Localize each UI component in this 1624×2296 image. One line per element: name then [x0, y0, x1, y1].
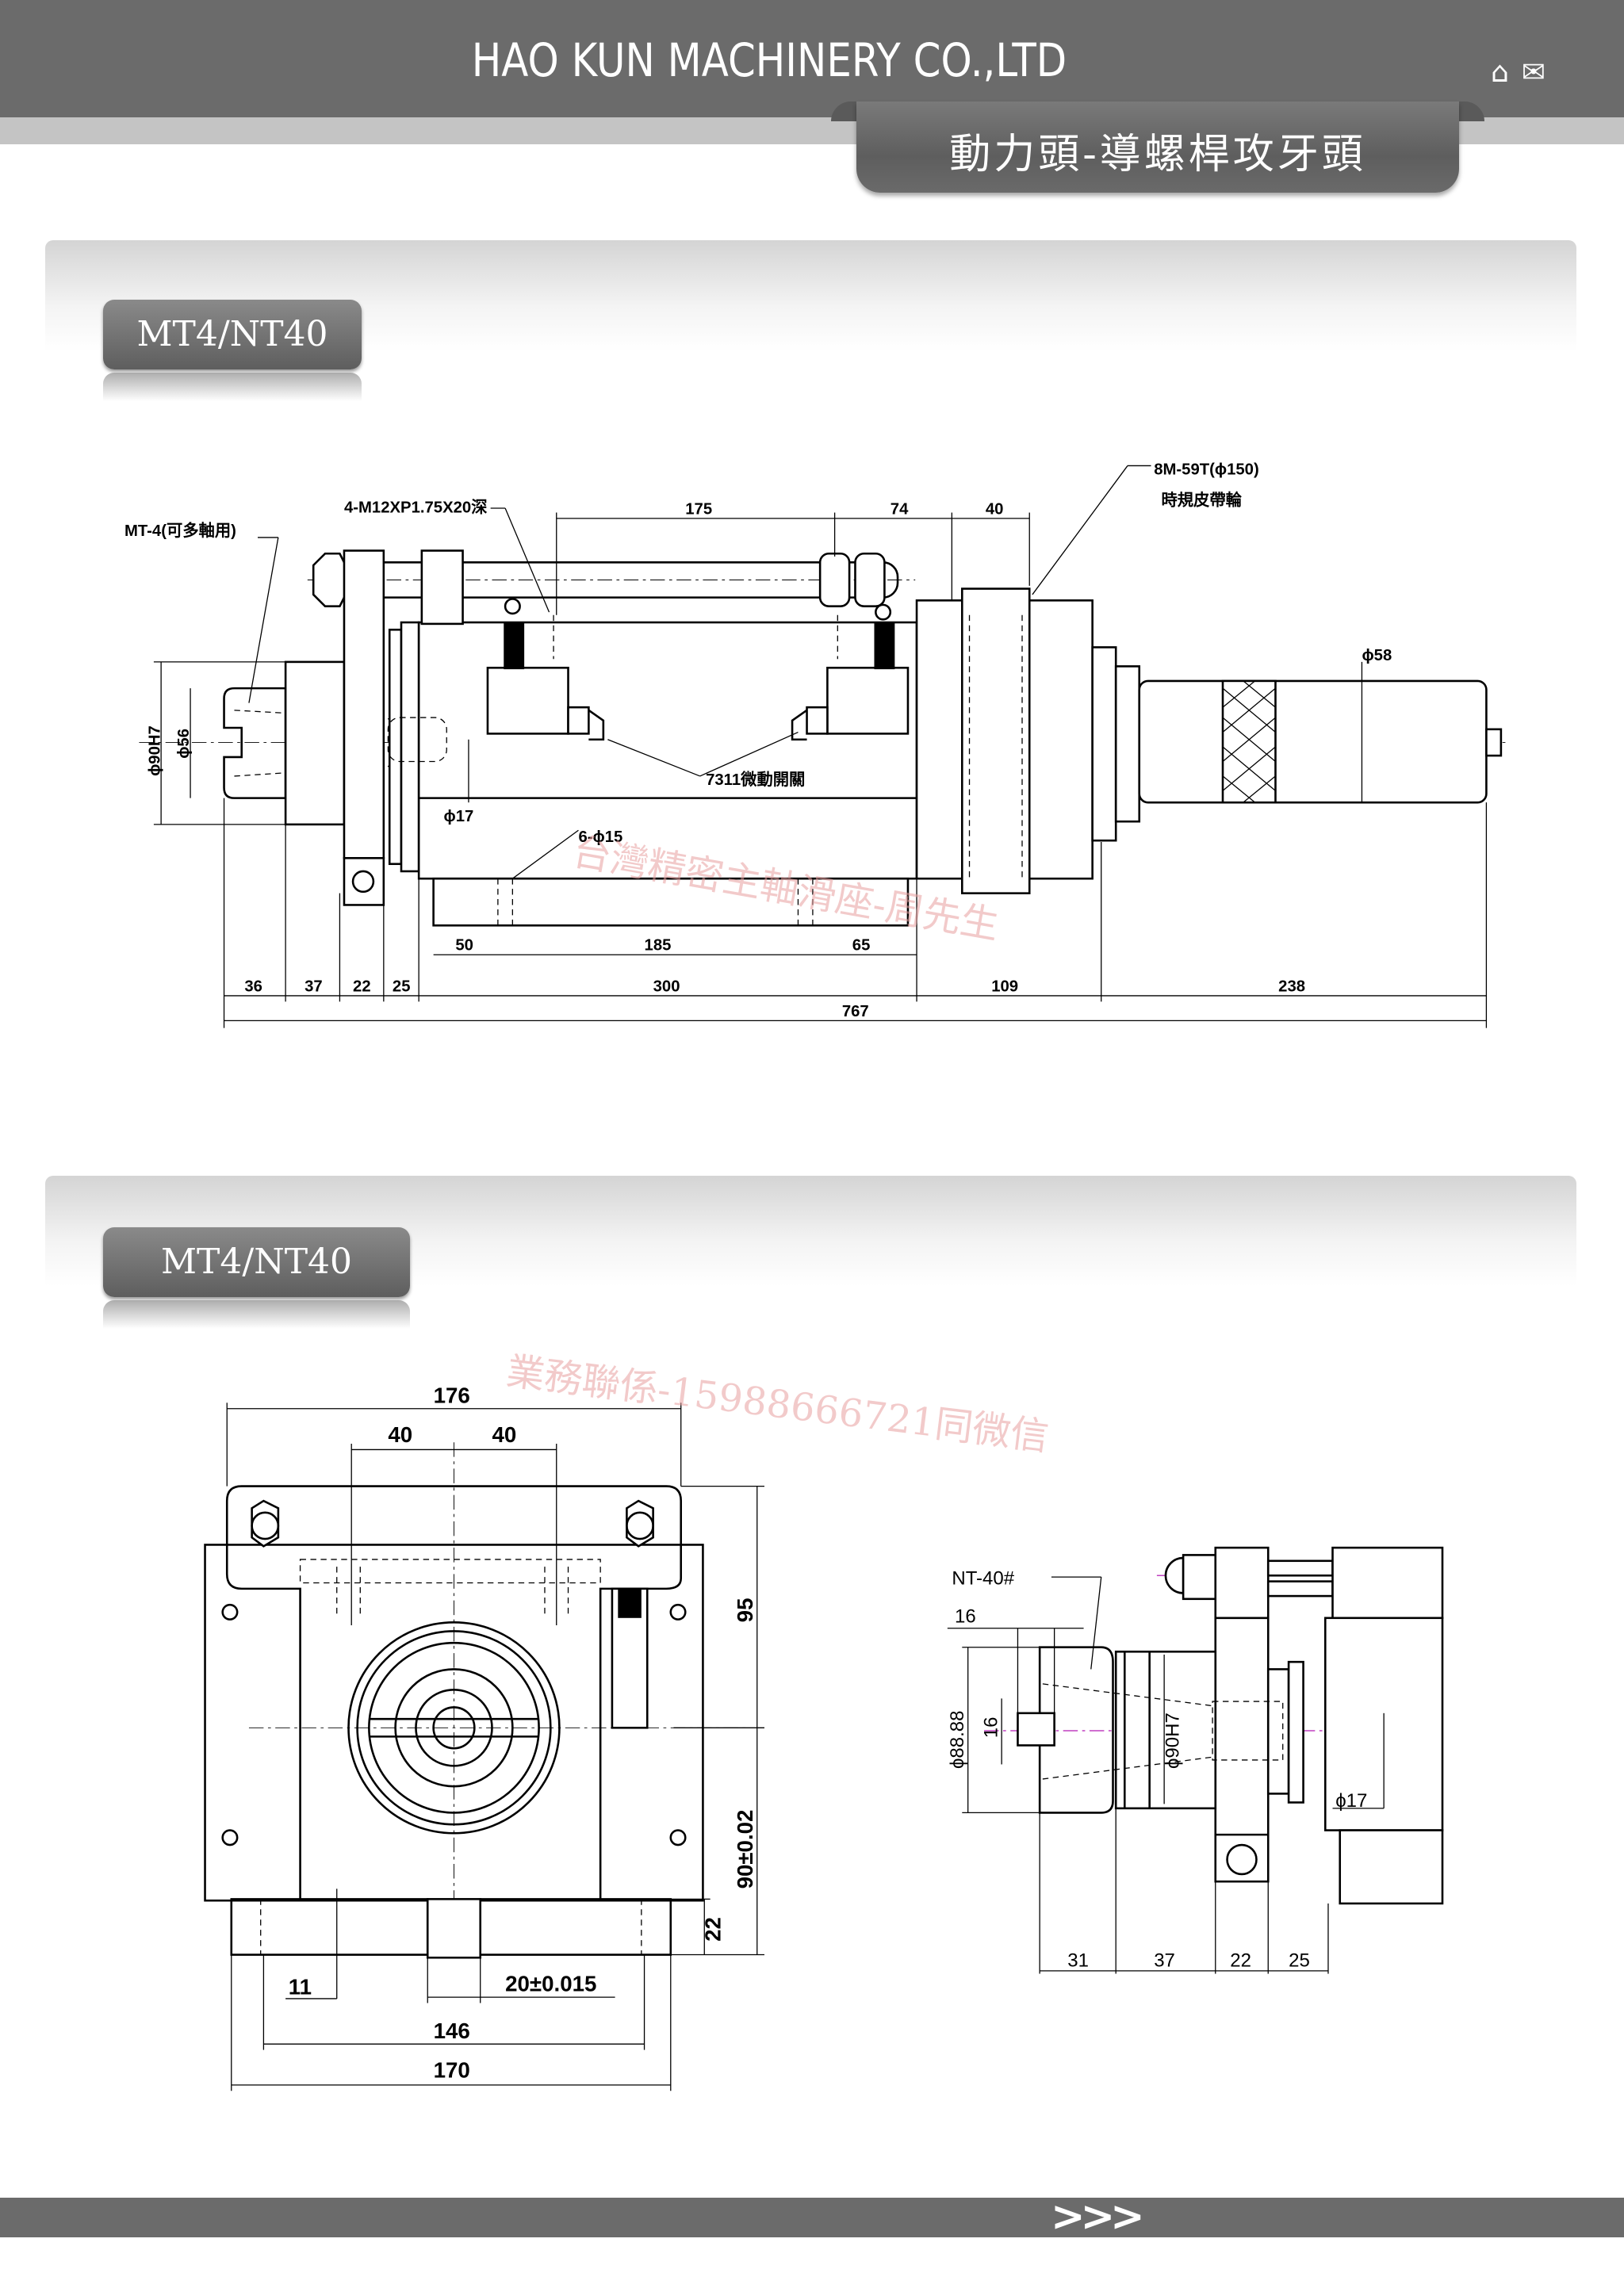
dimension-label: 40	[492, 1422, 516, 1447]
dimension-label: 40	[986, 500, 1004, 518]
dimension-label: 22	[701, 1917, 726, 1942]
section-label-2: MT4/NT40	[103, 1227, 410, 1297]
dimension-label: 146	[434, 2019, 470, 2043]
dimension-label: 238	[1278, 978, 1305, 995]
dimension-label: 176	[434, 1383, 470, 1407]
company-name: HAO KUN MACHINERY CO.,LTD	[471, 33, 1067, 87]
side-dimensions: NT-40# 16 ϕ88.88 16 ϕ90H7 ϕ17 31 37 22 2…	[947, 1567, 1385, 1974]
dimension-label: 6-ϕ15	[578, 828, 622, 846]
dimension-label: ϕ17	[444, 808, 474, 825]
dimensions: 175 74 40 50 185 65 36 37 22 25 300 109 …	[124, 461, 1488, 1028]
drawing-side-elevation: 175 74 40 50 185 65 36 37 22 25 300 109 …	[124, 461, 1509, 1028]
limit-switch-left	[486, 598, 605, 741]
dimension-label: ϕ88.88	[947, 1711, 968, 1770]
dimension-label: ϕ90H7	[1162, 1712, 1184, 1769]
dimension-label: 37	[304, 978, 323, 995]
dimension-label: ϕ58	[1362, 647, 1392, 664]
dimension-label: ϕ56	[175, 729, 193, 759]
dimension-label: 170	[434, 2058, 470, 2083]
watermark: 業務聯係-15988666721同微信	[504, 1349, 1051, 1460]
dimension-label: 31	[1067, 1950, 1089, 1971]
dimension-label: 22	[353, 978, 371, 995]
dimension-label: 36	[244, 978, 262, 995]
section-label-1: MT4/NT40	[103, 300, 362, 369]
dimension-label: 8M-59T(ϕ150)	[1154, 461, 1259, 479]
dimension-label: 65	[852, 937, 871, 955]
dimension-label: 16	[955, 1605, 976, 1627]
dimension-label: 4-M12XP1.75X20深	[344, 499, 488, 517]
drawing-front-view: 176 40 40 95 90±0.02 22 11 20±0.015 146 …	[204, 1349, 1051, 2091]
timing-belt-pulley-teeth	[968, 614, 1023, 879]
dimension-label: 300	[653, 978, 680, 995]
dimension-label: 767	[842, 1003, 869, 1020]
front-dimensions: 176 40 40 95 90±0.02 22 11 20±0.015 146 …	[226, 1383, 764, 2091]
dimension-label: MT-4(可多軸用)	[124, 521, 236, 540]
dimension-label: 185	[645, 937, 672, 955]
header-icons: ⌂ ✉	[1491, 57, 1545, 89]
header-bar	[0, 0, 1624, 117]
mail-icon[interactable]: ✉	[1521, 56, 1546, 89]
dimension-label: 16	[981, 1717, 1002, 1739]
section-label-reflection	[103, 1300, 410, 1329]
dimension-label: 50	[455, 937, 473, 955]
dimension-label: 11	[289, 1974, 312, 1999]
footer-bar	[0, 2198, 1624, 2237]
dimension-label: 25	[1289, 1950, 1310, 1971]
next-page-button[interactable]: >>>	[1051, 2193, 1145, 2241]
dimension-label: 109	[991, 978, 1018, 995]
dimension-label: 175	[685, 500, 712, 518]
dimension-label: ϕ90H7	[146, 725, 163, 776]
home-icon[interactable]: ⌂	[1491, 56, 1509, 89]
dimension-label: 時規皮帶輪	[1161, 490, 1242, 509]
dimension-label: 40	[388, 1422, 412, 1447]
drawing-side-detail: NT-40# 16 ϕ88.88 16 ϕ90H7 ϕ17 31 37 22 2…	[947, 1546, 1444, 1974]
dimension-label: 25	[393, 978, 411, 995]
dimension-label: 90±0.02	[733, 1810, 757, 1889]
page-title: 動力頭-導螺桿攻牙頭	[949, 131, 1366, 178]
dimension-label: NT-40#	[952, 1567, 1014, 1589]
dimension-label: 37	[1154, 1950, 1175, 1971]
dimension-label: 74	[891, 500, 909, 518]
dimension-label: 22	[1230, 1950, 1251, 1971]
limit-switch-right	[791, 603, 910, 741]
dimension-label: ϕ17	[1335, 1790, 1367, 1812]
page-title-ribbon: 動力頭-導螺桿攻牙頭	[856, 101, 1459, 193]
section-label-reflection	[103, 373, 362, 401]
dimension-label: 95	[733, 1598, 757, 1623]
dimension-label: 20±0.015	[505, 1972, 596, 1996]
dimension-label: 7311微動開關	[706, 770, 805, 789]
knurled-grip	[1222, 680, 1276, 803]
